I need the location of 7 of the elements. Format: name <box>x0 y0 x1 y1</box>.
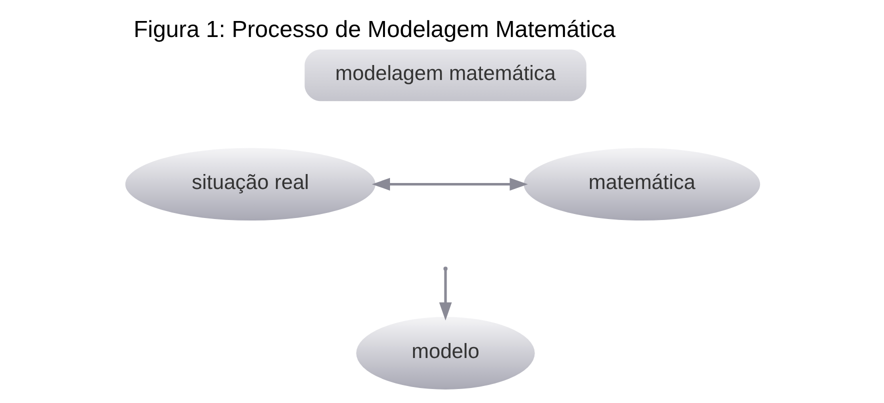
node-ellipse: modelo <box>356 316 534 390</box>
arrow <box>371 178 528 191</box>
node-ellipse: situação real <box>124 148 375 220</box>
node-box: modelagem matemática <box>304 49 586 102</box>
diagram-title: Figura 1: Processo de Modelagem Matemática <box>133 16 616 42</box>
arrow <box>438 270 452 320</box>
node-ellipse: matemática <box>523 148 760 220</box>
